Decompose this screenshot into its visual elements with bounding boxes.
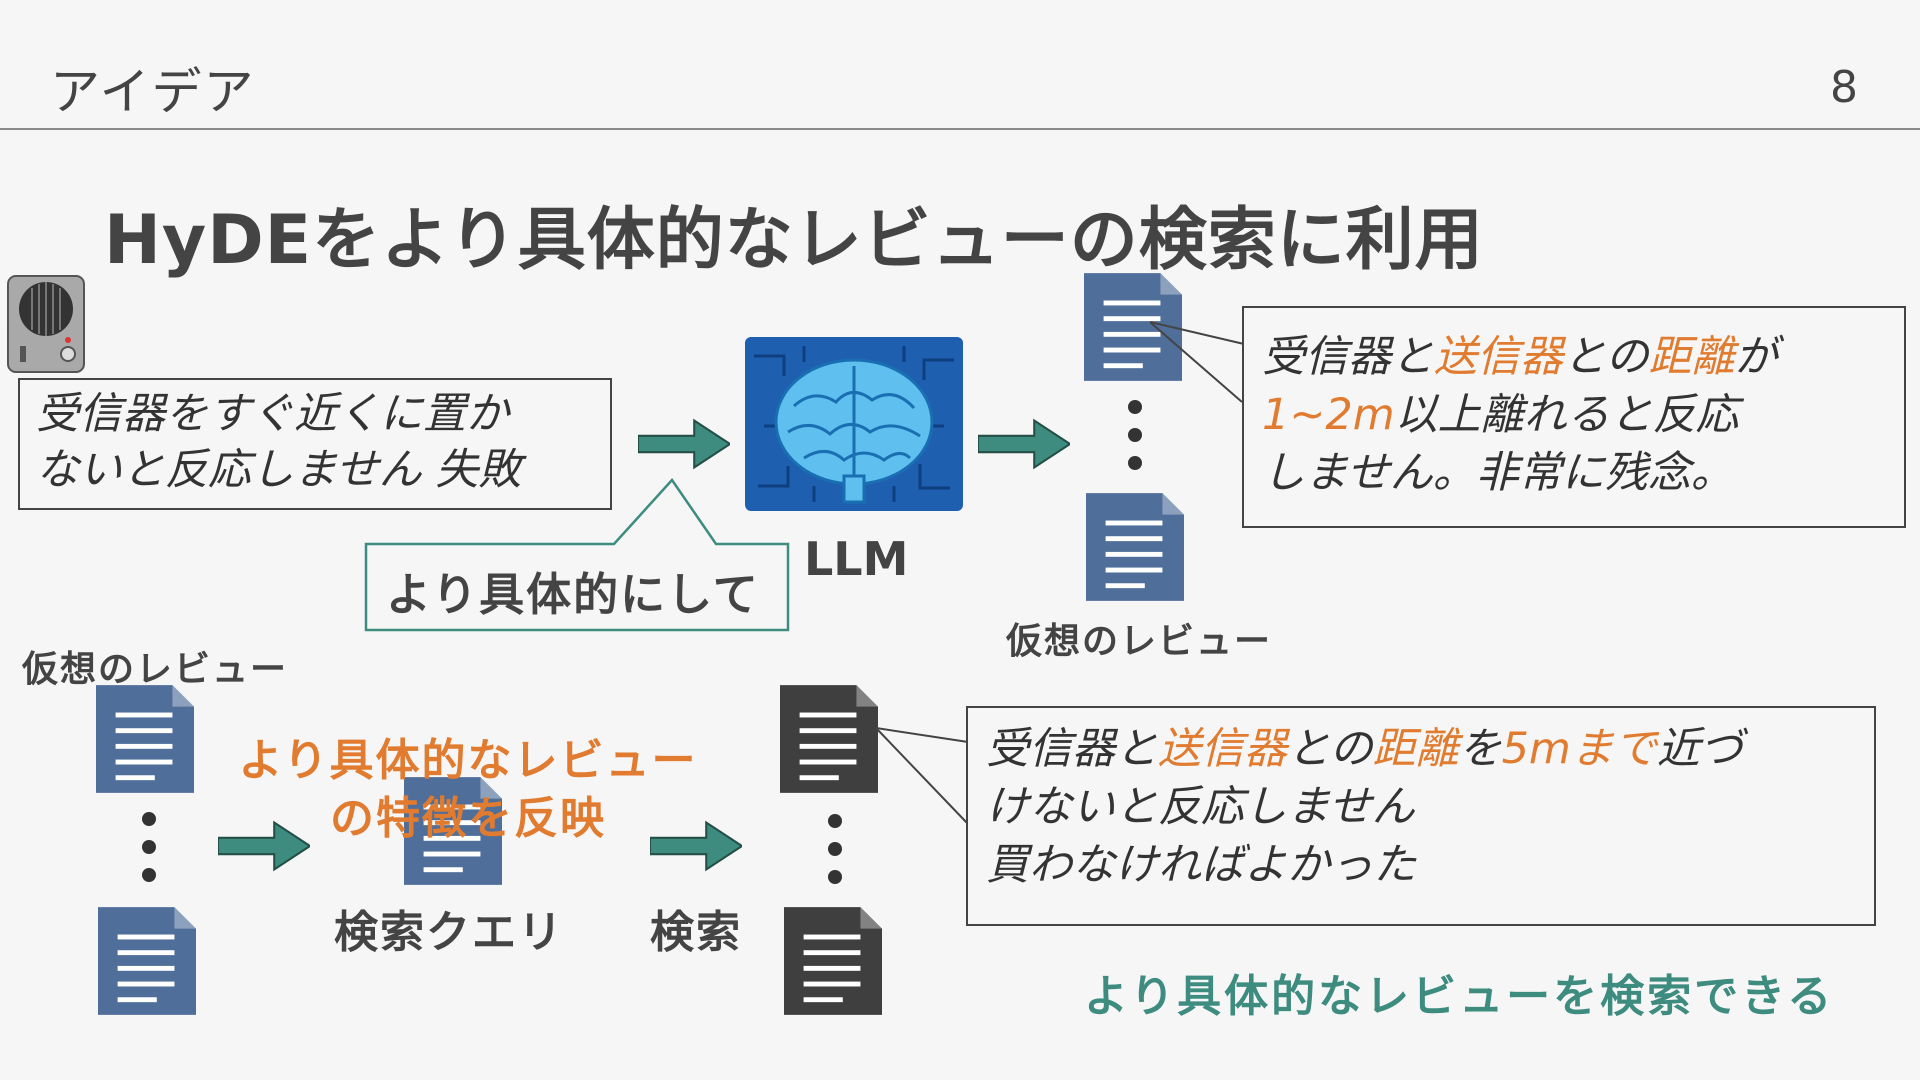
vertical-ellipsis <box>1128 400 1142 480</box>
callout-connector <box>1150 321 1245 403</box>
review-text-segment: との <box>1287 724 1373 774</box>
hypothetical-review-label: 仮想のレビュー <box>22 649 289 690</box>
review-text-segment: を <box>1458 724 1502 774</box>
generated-review-line-3: しません。非常に残念。 <box>1262 444 1886 502</box>
review-text-segment: 受信器と <box>1262 332 1434 382</box>
review-text-segment: が <box>1734 332 1778 382</box>
review-text-segment: 近づ <box>1656 724 1743 774</box>
highlighted-term: 送信器 <box>1434 332 1563 382</box>
section-title: アイデア <box>50 63 256 121</box>
brain-circuit-icon <box>744 336 964 512</box>
retrieved-review-line-1: 受信器と送信器との距離を5mまで近づ <box>986 720 1856 778</box>
highlighted-term: 送信器 <box>1158 724 1287 774</box>
callout-connector <box>876 727 969 825</box>
hypothetical-review-label: 仮想のレビュー <box>1006 621 1273 662</box>
document-icon <box>98 906 196 1016</box>
review-text-segment: 買わなければよかった <box>986 840 1416 890</box>
review-text-segment: けないと反応しません <box>986 782 1415 832</box>
reflect-features-text: より具体的なレビュー の特徴を反映 <box>228 732 708 848</box>
reflect-features-line-2: の特徴を反映 <box>330 793 606 844</box>
input-review-box: 受信器をすぐ近くに置か ないと反応しません 失敗 <box>18 378 612 510</box>
generated-review-line-2: 1~2m以上離れると反応 <box>1262 386 1886 444</box>
document-icon <box>784 906 882 1016</box>
document-icon <box>96 684 194 794</box>
highlighted-term: 距離 <box>1372 724 1459 774</box>
reflect-features-line-1: より具体的なレビュー <box>238 735 698 786</box>
document-icon <box>780 684 878 794</box>
review-text-segment: との <box>1563 332 1649 382</box>
highlighted-term: 1~2m <box>1262 390 1395 440</box>
highlighted-term: 5mまで <box>1501 724 1657 774</box>
input-review-line-1: 受信器をすぐ近くに置か <box>36 389 509 439</box>
header-divider <box>0 128 1920 130</box>
retrieved-review-line-2: けないと反応しません <box>986 778 1856 836</box>
vertical-ellipsis <box>142 812 156 892</box>
prompt-callout: より具体的にして <box>364 478 790 632</box>
vertical-ellipsis <box>828 814 842 894</box>
llm-label: LLM <box>804 532 909 586</box>
retrieved-review-box: 受信器と送信器との距離を5mまで近づ けないと反応しません 買わなければよかった <box>966 706 1876 926</box>
generated-review-line-1: 受信器と送信器との距離が <box>1262 328 1886 386</box>
arrow-right-icon <box>650 820 742 872</box>
page-number: 8 <box>1830 62 1858 113</box>
review-text-segment: しません。非常に残念。 <box>1262 448 1734 498</box>
generated-review-box: 受信器と送信器との距離が 1~2m以上離れると反応 しません。非常に残念。 <box>1242 306 1906 528</box>
speaker-icon <box>6 274 86 374</box>
highlighted-term: 距離 <box>1648 332 1735 382</box>
conclusion-text: より具体的なレビューを検索できる <box>1084 971 1835 1022</box>
search-query-label: 検索クエリ <box>334 907 564 958</box>
arrow-right-icon <box>978 418 1070 470</box>
retrieved-review-line-3: 買わなければよかった <box>986 836 1856 894</box>
review-text-segment: 受信器と <box>986 724 1158 774</box>
search-label: 検索 <box>650 907 742 958</box>
input-review-line-2: ないと反応しません 失敗 <box>36 445 522 495</box>
prompt-callout-text: より具体的にして <box>386 568 760 621</box>
arrow-right-icon <box>638 418 730 470</box>
document-icon <box>1086 492 1184 602</box>
slide-title: HyDEをより具体的なレビューの検索に利用 <box>104 201 1484 280</box>
review-text-segment: 以上離れると反応 <box>1394 390 1739 440</box>
